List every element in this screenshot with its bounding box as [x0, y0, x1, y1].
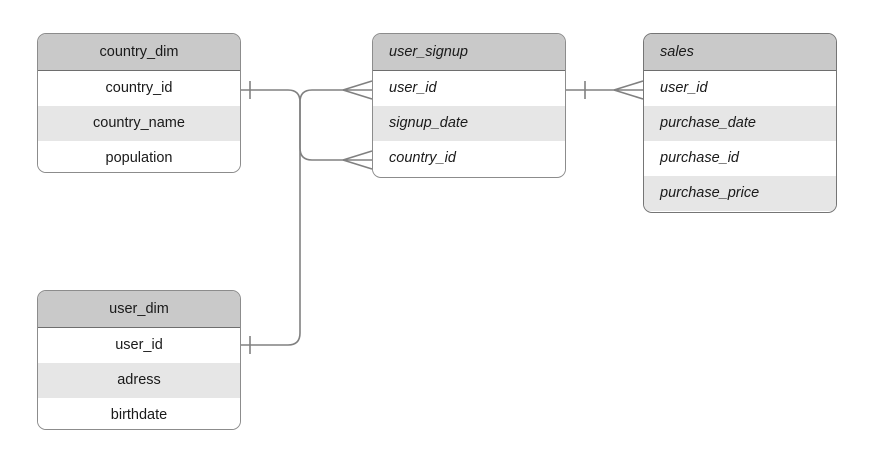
attribute-row[interactable]: purchase_id	[644, 141, 836, 176]
entity-sales[interactable]: sales user_id purchase_date purchase_id …	[643, 33, 837, 213]
attribute-row[interactable]: country_id	[373, 141, 565, 176]
connector-path-user_dim-user_signup	[241, 89, 343, 346]
relationship-user_dim-to-user_signup[interactable]	[241, 80, 373, 354]
entity-country_dim[interactable]: country_dim country_id country_name popu…	[37, 33, 241, 173]
crowsfoot-many-user_signup-user_id	[342, 80, 373, 100]
entity-user_signup[interactable]: user_signup user_id signup_date country_…	[372, 33, 566, 178]
entity-header-user_dim: user_dim	[38, 291, 240, 328]
attribute-row[interactable]: population	[38, 141, 240, 172]
entity-header-sales: sales	[644, 34, 836, 71]
crowsfoot-many-sales-user_id	[613, 80, 644, 100]
relationship-user_signup-to-sales[interactable]	[566, 80, 644, 100]
attribute-row[interactable]: adress	[38, 363, 240, 398]
attribute-row[interactable]: user_id	[38, 328, 240, 363]
crowsfoot-many-user_signup-country_id	[342, 150, 373, 170]
relationship-country_dim-to-user_signup[interactable]	[241, 81, 373, 170]
attribute-row[interactable]: country_id	[38, 71, 240, 106]
attribute-row[interactable]: purchase_price	[644, 176, 836, 211]
attribute-row[interactable]: user_id	[373, 71, 565, 106]
entity-user_dim[interactable]: user_dim user_id adress birthdate	[37, 290, 241, 430]
attribute-row[interactable]: signup_date	[373, 106, 565, 141]
attribute-row[interactable]: user_id	[644, 71, 836, 106]
attribute-row[interactable]: purchase_date	[644, 106, 836, 141]
entity-header-country_dim: country_dim	[38, 34, 240, 71]
connector-path-country_dim-user_signup	[241, 89, 343, 161]
attribute-row[interactable]: birthdate	[38, 398, 240, 429]
entity-header-user_signup: user_signup	[373, 34, 565, 71]
attribute-row[interactable]: country_name	[38, 106, 240, 141]
